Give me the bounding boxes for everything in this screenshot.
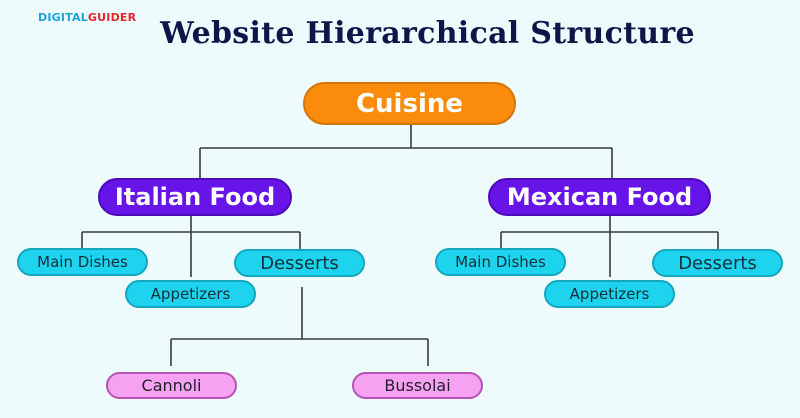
node-cannoli: Cannoli [106, 372, 237, 399]
node-label: Cannoli [141, 376, 202, 395]
logo-part-digital: DIGITAL [38, 11, 88, 24]
node-italian-appetizers: Appetizers [125, 280, 256, 308]
node-label: Mexican Food [506, 183, 693, 211]
node-label: Main Dishes [455, 253, 546, 271]
digitalguider-logo: DIGITALGUIDER [38, 11, 136, 24]
logo-part-guider: GUIDER [87, 11, 137, 24]
node-label: Italian Food [114, 183, 276, 211]
node-mexican-food: Mexican Food [488, 178, 711, 216]
node-cuisine: Cuisine [303, 82, 516, 125]
node-mexican-desserts: Desserts [652, 249, 783, 277]
node-mexican-main-dishes: Main Dishes [435, 248, 566, 276]
node-italian-main-dishes: Main Dishes [17, 248, 148, 276]
node-label: Bussolai [384, 376, 451, 395]
node-italian-food: Italian Food [98, 178, 292, 216]
node-italian-desserts: Desserts [234, 249, 365, 277]
node-mexican-appetizers: Appetizers [544, 280, 675, 308]
node-label: Appetizers [569, 285, 650, 303]
node-label: Cuisine [355, 88, 464, 119]
node-label: Desserts [260, 252, 339, 274]
node-label: Appetizers [150, 285, 231, 303]
diagram-title: Website Hierarchical Structure [160, 16, 695, 51]
node-bussolai: Bussolai [352, 372, 483, 399]
node-label: Desserts [678, 252, 757, 274]
node-label: Main Dishes [37, 253, 128, 271]
